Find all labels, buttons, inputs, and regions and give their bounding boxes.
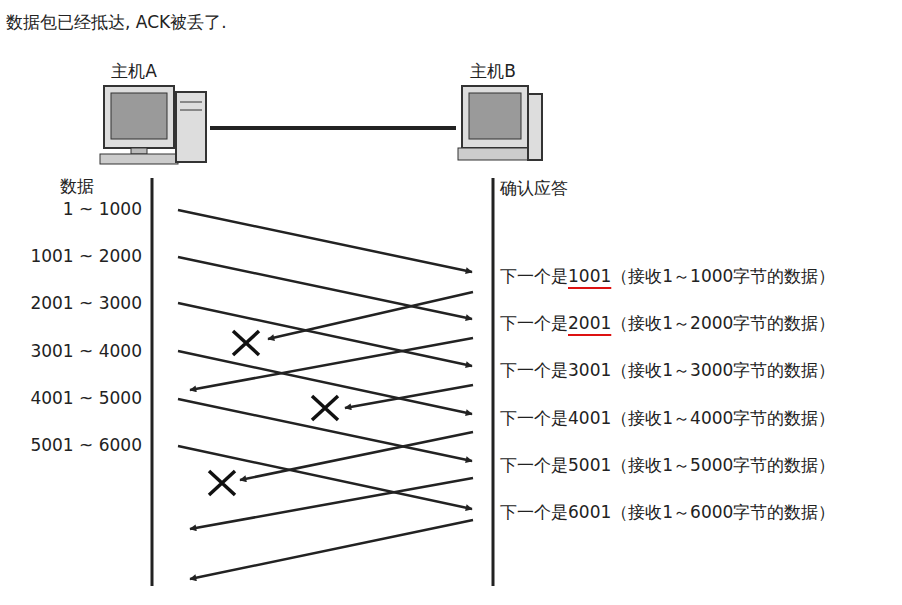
axis-label: 确认应答 — [500, 178, 568, 198]
ack-label: 下一个是2001（接收1～2000字节的数据） — [500, 313, 835, 333]
ack-label: 下一个是6001（接收1～6000字节的数据） — [500, 502, 835, 522]
computer-icons — [100, 86, 542, 164]
timeline-b — [492, 178, 495, 586]
host-label: 主机B — [446, 60, 540, 83]
ack-arrows — [190, 292, 473, 579]
ack-label: 下一个是4001（接收1～4000字节的数据） — [500, 408, 835, 428]
ack-label: 下一个是3001（接收1～3000字节的数据） — [500, 360, 835, 380]
host-label: 主机A — [78, 60, 190, 83]
ack-label: 下一个是1001（接收1～1000字节的数据） — [500, 266, 835, 286]
highlight-underline — [568, 287, 611, 289]
axis-label: 数据 — [60, 176, 94, 196]
data-range: 5001 ~ 6000 — [30, 435, 142, 455]
timeline-a — [151, 178, 154, 586]
data-range: 1001 ~ 2000 — [30, 246, 142, 266]
host-node: 主机A — [98, 60, 210, 172]
data-range: 4001 ~ 5000 — [30, 388, 142, 408]
data-range: 3001 ~ 4000 — [30, 341, 142, 361]
network-cable — [210, 126, 456, 130]
data-range: 2001 ~ 3000 — [30, 293, 142, 313]
host-node: 主机B — [456, 60, 550, 172]
lost-marks — [209, 331, 338, 495]
title: 数据包已经抵达, ACK被丢了. — [6, 12, 227, 32]
highlight-underline — [568, 334, 611, 336]
ack-label: 下一个是5001（接收1～5000字节的数据） — [500, 455, 835, 475]
data-arrows — [178, 210, 472, 509]
data-range: 1 ~ 1000 — [63, 199, 142, 219]
